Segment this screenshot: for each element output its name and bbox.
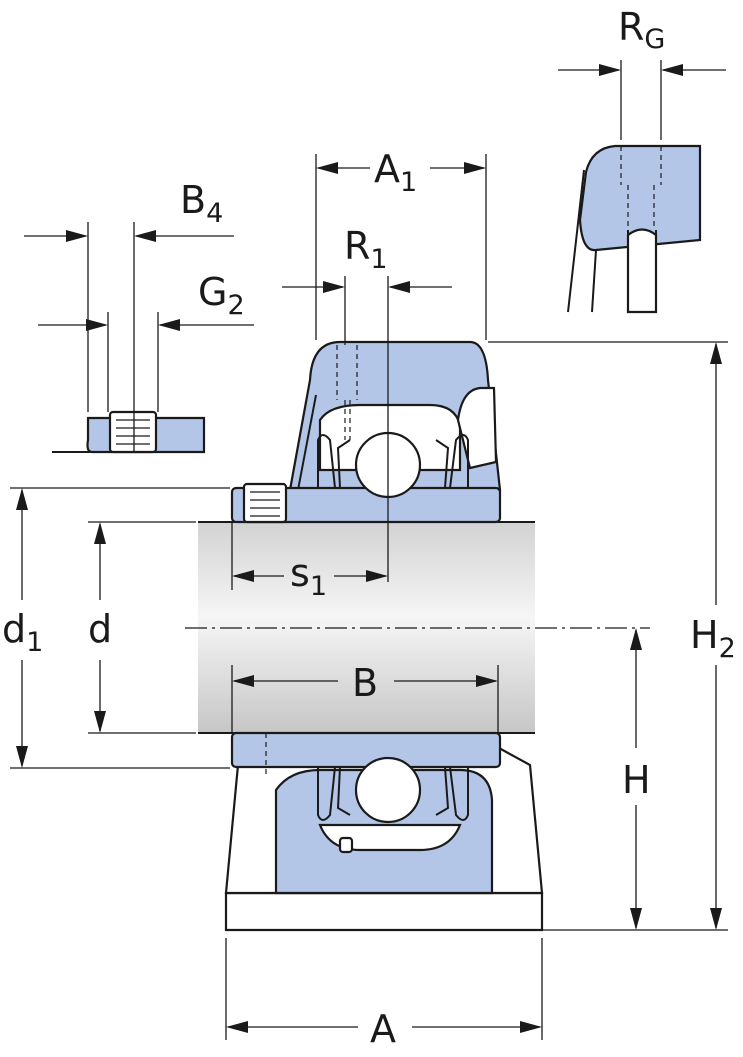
label-g2: G2 <box>198 270 245 321</box>
label-b: B <box>352 661 378 705</box>
bearing-internals <box>317 431 469 854</box>
set-screw <box>242 482 288 524</box>
housing-lower-cavity <box>318 823 462 852</box>
label-a1: A1 <box>374 147 417 198</box>
inner-ring <box>230 486 502 775</box>
detail-set-screw <box>52 410 206 454</box>
label-s1: s1 <box>290 551 327 602</box>
inner-ring-lower <box>230 731 502 769</box>
dimension-lines <box>10 60 728 1040</box>
seal-upper-left <box>317 434 336 489</box>
housing-left-flank <box>297 394 317 491</box>
label-d1: d1 <box>2 607 43 658</box>
detail-rg <box>567 144 702 314</box>
shaft <box>185 521 650 734</box>
ball-lower <box>354 756 422 824</box>
dimension-labels: RG A1 R1 B4 G2 s1 d1 d B H2 H <box>2 5 736 1051</box>
grease-hole <box>336 345 358 440</box>
housing-base-plate <box>224 891 544 932</box>
label-a: A <box>370 1007 396 1051</box>
label-b4: B4 <box>180 178 223 229</box>
seal-upper-right <box>449 434 469 489</box>
label-rg: RG <box>618 5 665 55</box>
label-d: d <box>88 607 112 651</box>
seal-lower-left <box>317 766 336 821</box>
label-h: H <box>622 758 651 802</box>
label-r1: R1 <box>344 224 388 275</box>
label-h2: H2 <box>690 613 736 664</box>
seal-lower-right <box>449 766 469 821</box>
lube-nipple-lower <box>338 836 354 854</box>
